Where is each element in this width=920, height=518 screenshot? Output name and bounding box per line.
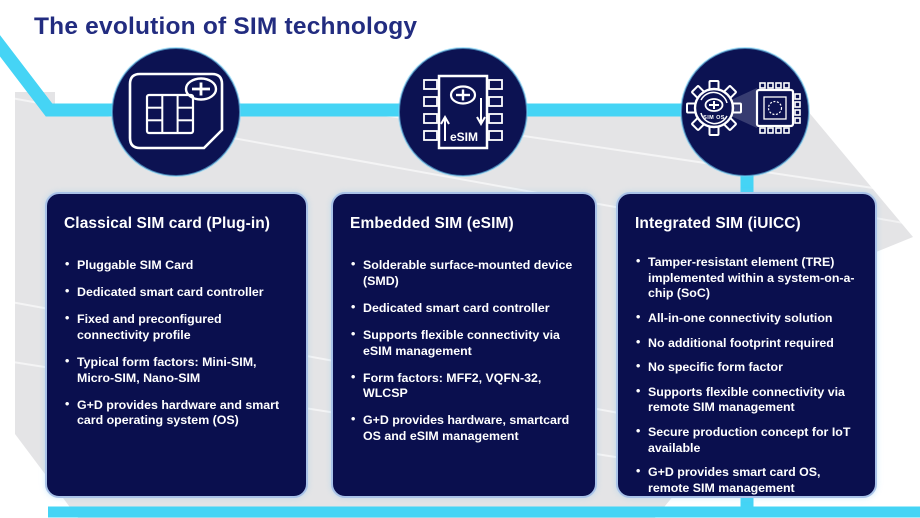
bullet-item: Supports flexible connectivity via eSIM … bbox=[350, 327, 582, 359]
bullet-item: All-in-one connectivity solution bbox=[635, 310, 862, 327]
gear-icon: SIM OS bbox=[686, 80, 742, 136]
bullet-item: Pluggable SIM Card bbox=[64, 257, 293, 274]
esim-icon-label: eSIM bbox=[450, 130, 478, 144]
card-title: Classical SIM card (Plug-in) bbox=[64, 215, 271, 232]
card-classical-sim: Classical SIM card (Plug-in) Pluggable S… bbox=[45, 192, 308, 498]
bullet-item: G+D provides smart card OS, remote SIM m… bbox=[635, 464, 862, 496]
gd-logo-icon bbox=[184, 77, 218, 101]
bullet-item: Supports flexible connectivity via remot… bbox=[635, 384, 862, 416]
card-title: Integrated SIM (iUICC) bbox=[635, 215, 801, 232]
page-title: The evolution of SIM technology bbox=[34, 13, 418, 40]
sim-os-icon-label: SIM OS bbox=[703, 115, 725, 121]
bullet-item: G+D provides hardware and smart card ope… bbox=[64, 397, 293, 429]
bullet-item: No specific form factor bbox=[635, 359, 862, 376]
bullet-list: Solderable surface-mounted device (SMD) … bbox=[350, 257, 582, 445]
bullet-item: Dedicated smart card controller bbox=[350, 300, 582, 317]
soc-chip-icon bbox=[755, 82, 801, 134]
bullet-item: Dedicated smart card controller bbox=[64, 284, 293, 301]
bullet-item: No additional footprint required bbox=[635, 335, 862, 352]
card-embedded-sim: Embedded SIM (eSIM) Solderable surface-m… bbox=[331, 192, 597, 498]
bullet-item: Solderable surface-mounted device (SMD) bbox=[350, 257, 582, 289]
esim-chip-icon: eSIM bbox=[423, 74, 503, 150]
cycle-arrows-icon bbox=[440, 98, 486, 141]
bullet-list: Tamper-resistant element (TRE) implement… bbox=[635, 254, 862, 497]
gear-to-chip-icon: SIM OS bbox=[686, 80, 801, 136]
bullet-item: Tamper-resistant element (TRE) implement… bbox=[635, 254, 862, 302]
bullet-item: Form factors: MFF2, VQFN-32, WLCSP bbox=[350, 370, 582, 402]
gd-logo-icon bbox=[449, 85, 477, 105]
card-title: Embedded SIM (eSIM) bbox=[350, 215, 514, 232]
bullet-item: Secure production concept for IoT availa… bbox=[635, 424, 862, 456]
sim-card-icon bbox=[128, 72, 224, 150]
card-integrated-sim: Integrated SIM (iUICC) Tamper-resistant … bbox=[616, 192, 877, 498]
bullet-item: G+D provides hardware, smartcard OS and … bbox=[350, 412, 582, 444]
bullet-list: Pluggable SIM Card Dedicated smart card … bbox=[64, 257, 293, 429]
stage2-badge bbox=[398, 47, 528, 177]
bullet-item: Fixed and preconfigured connectivity pro… bbox=[64, 311, 293, 343]
gd-logo-icon bbox=[704, 98, 724, 112]
projection-beam bbox=[731, 88, 757, 128]
bullet-item: Typical form factors: Mini-SIM, Micro-SI… bbox=[64, 354, 293, 386]
